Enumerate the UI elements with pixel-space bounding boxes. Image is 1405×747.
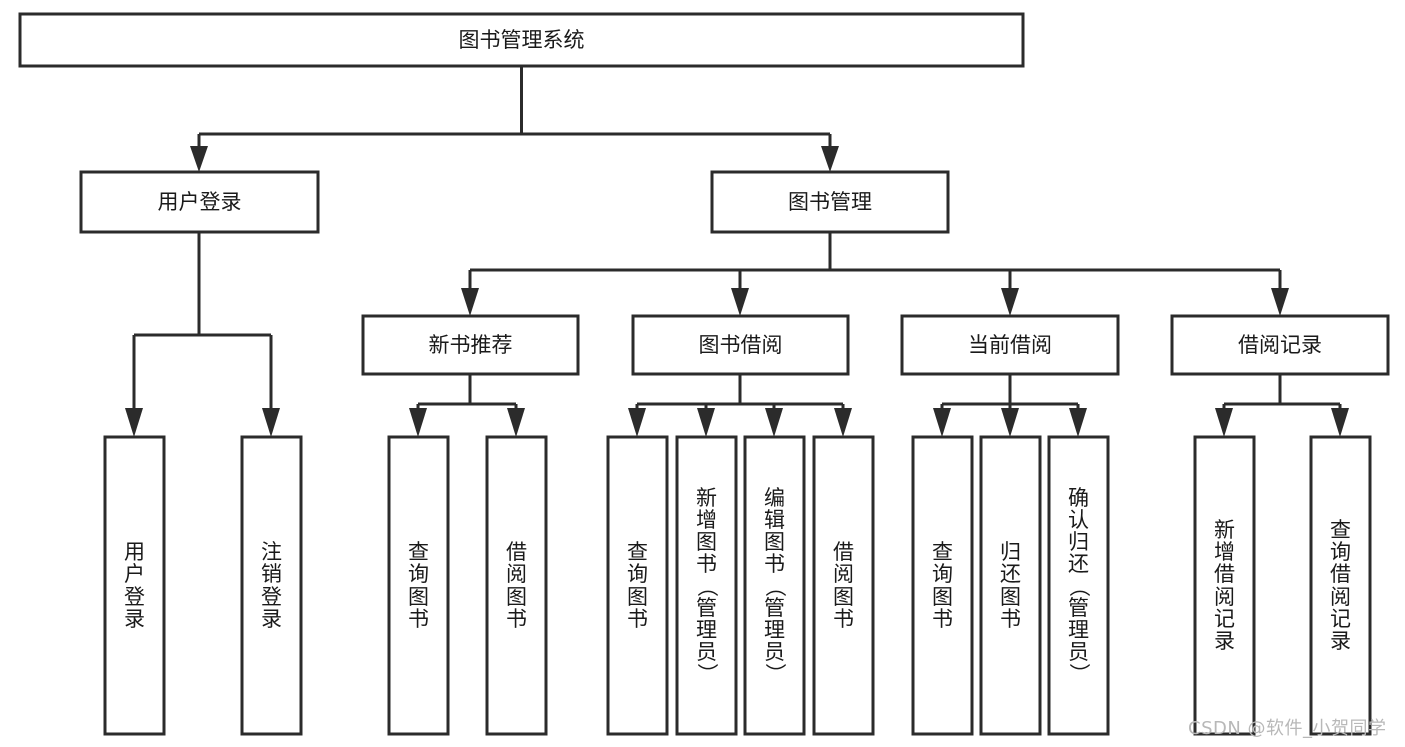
arrow-head-leaf-add-record bbox=[1215, 408, 1233, 437]
node-book-manage-box[interactable] bbox=[710, 170, 950, 234]
node-book-manage-label: 图书管理 bbox=[788, 190, 872, 214]
node-book-borrow-box[interactable] bbox=[631, 314, 850, 376]
arrow-head-user-login bbox=[190, 146, 208, 172]
node-current-borrow[interactable]: 当前借阅 bbox=[900, 314, 1120, 376]
node-book-manage[interactable]: 图书管理 bbox=[710, 170, 950, 234]
leaf-box-layer bbox=[103, 435, 1372, 736]
leaf-query-record-box[interactable] bbox=[1309, 435, 1372, 736]
arrow-head-leaf-borrow-book-2 bbox=[834, 408, 852, 437]
node-user-login-label: 用户登录 bbox=[158, 190, 242, 214]
node-borrow-record-label: 借阅记录 bbox=[1238, 333, 1322, 357]
leaf-add-book-box[interactable] bbox=[675, 435, 738, 736]
arrow-head-new-book-recommend bbox=[461, 288, 479, 316]
arrow-head-leaf-add-book bbox=[697, 408, 715, 437]
leaf-user-logout-box[interactable] bbox=[240, 435, 303, 736]
node-root[interactable]: 图书管理系统 bbox=[18, 12, 1025, 68]
leaf-return-book-box[interactable] bbox=[979, 435, 1042, 736]
csdn-watermark: CSDN @软件_小贺同学 bbox=[1188, 718, 1387, 739]
node-user-login[interactable]: 用户登录 bbox=[79, 170, 320, 234]
node-borrow-record[interactable]: 借阅记录 bbox=[1170, 314, 1390, 376]
leaf-add-record-box[interactable] bbox=[1193, 435, 1256, 736]
arrow-head-leaf-confirm-return bbox=[1069, 408, 1087, 437]
leaf-confirm-return-box[interactable] bbox=[1047, 435, 1110, 736]
leaf-borrow-book-1-box[interactable] bbox=[485, 435, 548, 736]
node-current-borrow-label: 当前借阅 bbox=[968, 333, 1052, 357]
connector-layer bbox=[125, 66, 1349, 437]
node-current-borrow-box[interactable] bbox=[900, 314, 1120, 376]
leaf-query-book-1-box[interactable] bbox=[387, 435, 450, 736]
leaf-query-book-3-box[interactable] bbox=[911, 435, 974, 736]
arrow-head-leaf-borrow-book-1 bbox=[507, 408, 525, 437]
node-root-label: 图书管理系统 bbox=[459, 28, 585, 52]
node-new-book-recommend[interactable]: 新书推荐 bbox=[361, 314, 580, 376]
arrow-head-book-borrow bbox=[731, 288, 749, 316]
node-user-login-box[interactable] bbox=[79, 170, 320, 234]
node-root-box[interactable] bbox=[18, 12, 1025, 68]
arrow-head-leaf-query-book-1 bbox=[409, 408, 427, 437]
arrow-head-leaf-user-logout bbox=[262, 408, 280, 437]
leaf-query-book-2-box[interactable] bbox=[606, 435, 669, 736]
arrow-head-leaf-query-book-3 bbox=[933, 408, 951, 437]
arrow-head-leaf-query-record bbox=[1331, 408, 1349, 437]
arrow-head-leaf-edit-book bbox=[765, 408, 783, 437]
leaf-user-login-box[interactable] bbox=[103, 435, 166, 736]
node-new-book-recommend-box[interactable] bbox=[361, 314, 580, 376]
arrow-head-leaf-user-login bbox=[125, 408, 143, 437]
node-new-book-recommend-label: 新书推荐 bbox=[429, 333, 513, 357]
arrow-head-current-borrow bbox=[1001, 288, 1019, 316]
arrow-head-leaf-query-book-2 bbox=[628, 408, 646, 437]
arrow-head-book-manage bbox=[821, 146, 839, 172]
leaf-edit-book-box[interactable] bbox=[743, 435, 806, 736]
node-borrow-record-box[interactable] bbox=[1170, 314, 1390, 376]
arrow-head-leaf-return-book bbox=[1001, 408, 1019, 437]
leaf-borrow-book-2-box[interactable] bbox=[812, 435, 875, 736]
arrow-head-borrow-record bbox=[1271, 288, 1289, 316]
node-book-borrow-label: 图书借阅 bbox=[699, 333, 783, 357]
node-book-borrow[interactable]: 图书借阅 bbox=[631, 314, 850, 376]
